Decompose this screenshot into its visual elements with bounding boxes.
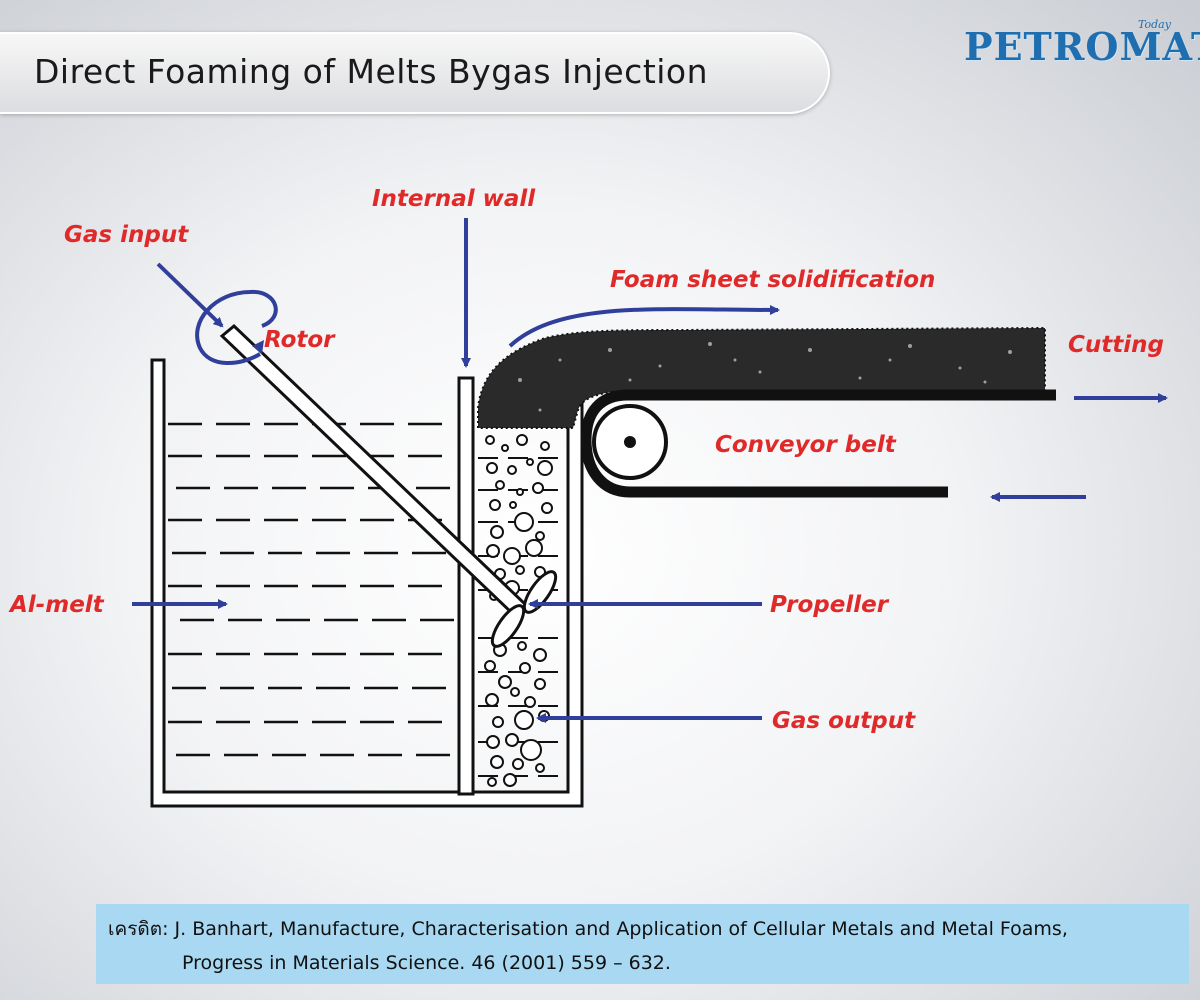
label-cutting: Cutting <box>1068 332 1164 358</box>
internal-wall <box>457 376 475 796</box>
label-gas-output: Gas output <box>772 708 916 734</box>
melt-lines <box>168 422 455 757</box>
logo-text: PETROMAT <box>964 24 1200 69</box>
conveyor-belt <box>580 389 1056 498</box>
label-foam-sheet: Foam sheet solidification <box>610 267 935 293</box>
label-conveyor-belt: Conveyor belt <box>715 432 897 458</box>
gas-bubbles <box>484 434 553 787</box>
credit-box: เครดิต: J. Banhart, Manufacture, Charact… <box>96 904 1189 984</box>
logo-subtext: Today <box>1138 18 1171 31</box>
page-title: Direct Foaming of Melts Bygas Injection <box>34 52 709 91</box>
label-internal-wall: Internal wall <box>372 186 536 212</box>
label-gas-input: Gas input <box>64 222 189 248</box>
credit-line-2: Progress in Materials Science. 46 (2001)… <box>182 952 671 974</box>
petromat-logo: PETROMAT Today <box>958 18 1200 78</box>
label-al-melt: Al-melt <box>8 592 105 618</box>
foam-sheet <box>477 326 1046 429</box>
gas-input-arrow <box>156 262 224 328</box>
rotor-shaft <box>219 323 529 618</box>
credit-line-1: เครดิต: J. Banhart, Manufacture, Charact… <box>108 918 1068 940</box>
foam-arrow <box>508 304 780 348</box>
rotation-indicator <box>195 289 278 366</box>
label-propeller: Propeller <box>770 592 890 618</box>
label-rotor: Rotor <box>264 327 336 353</box>
arrows <box>132 218 1168 723</box>
title-banner: Direct Foaming of Melts Bygas Injection <box>0 32 830 114</box>
